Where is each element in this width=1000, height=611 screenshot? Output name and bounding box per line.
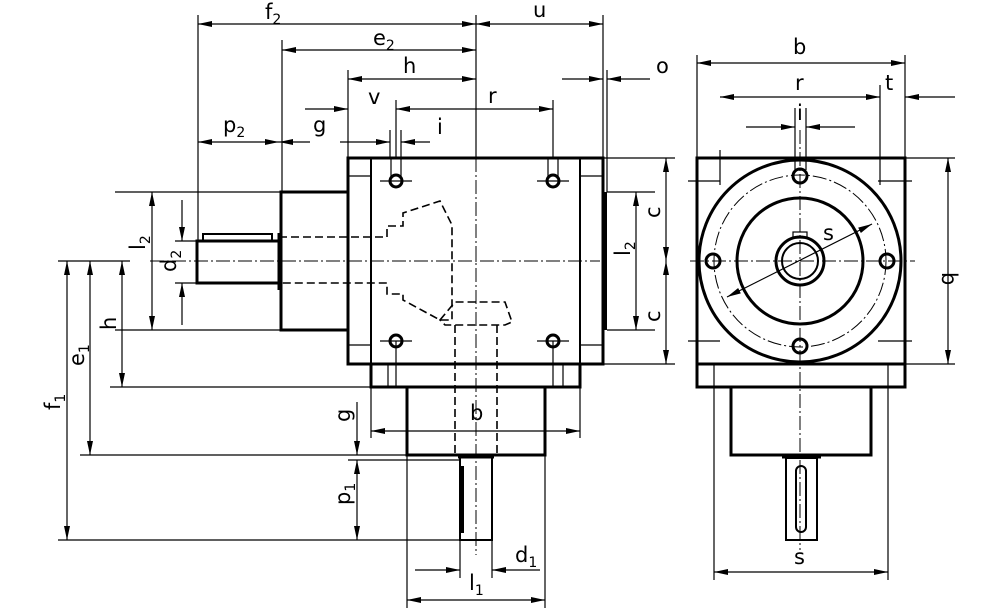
- side-bottom-hub: [729, 385, 873, 457]
- label-g-bottom: g: [331, 409, 355, 422]
- front-view: [150, 156, 607, 555]
- left-shaft: [195, 239, 281, 285]
- label-u: u: [533, 0, 546, 22]
- label-b-front: b: [470, 401, 483, 425]
- label-e1: e1: [65, 344, 93, 366]
- label-s-bottom: s: [794, 545, 805, 569]
- label-b-side-right: b: [937, 272, 961, 285]
- label-f1: f1: [41, 394, 69, 410]
- label-s-diagonal: s: [823, 221, 834, 245]
- label-g-top: g: [313, 113, 326, 137]
- label-i-front: i: [437, 115, 443, 139]
- label-d1: d1: [515, 543, 537, 571]
- label-c-upper: c: [641, 206, 665, 218]
- mounting-holes: [380, 158, 569, 387]
- label-l1: l1: [469, 571, 484, 599]
- label-p1: p1: [331, 483, 359, 505]
- label-l2-left: l2: [126, 235, 154, 250]
- label-r-side: r: [795, 71, 804, 95]
- label-l2-right: l2: [611, 241, 639, 256]
- side-view: [688, 85, 915, 580]
- label-i-side: i: [797, 101, 803, 125]
- label-f2: f2: [265, 0, 281, 28]
- label-r-front: r: [488, 84, 497, 108]
- dimension-labels: f2 u e2 h o v r g p2 i l2 d2 h e1 f1 g p…: [41, 0, 961, 599]
- label-h-top: h: [403, 54, 416, 78]
- dimension-lines: [58, 15, 955, 608]
- label-v: v: [368, 85, 380, 109]
- label-e2: e2: [373, 26, 395, 54]
- label-h-left: h: [97, 317, 121, 330]
- label-d2: d2: [157, 250, 185, 272]
- label-o: o: [656, 54, 669, 78]
- label-b-side-top: b: [793, 35, 806, 59]
- label-c-lower: c: [641, 310, 665, 322]
- label-t: t: [885, 71, 893, 95]
- label-p2: p2: [223, 113, 245, 141]
